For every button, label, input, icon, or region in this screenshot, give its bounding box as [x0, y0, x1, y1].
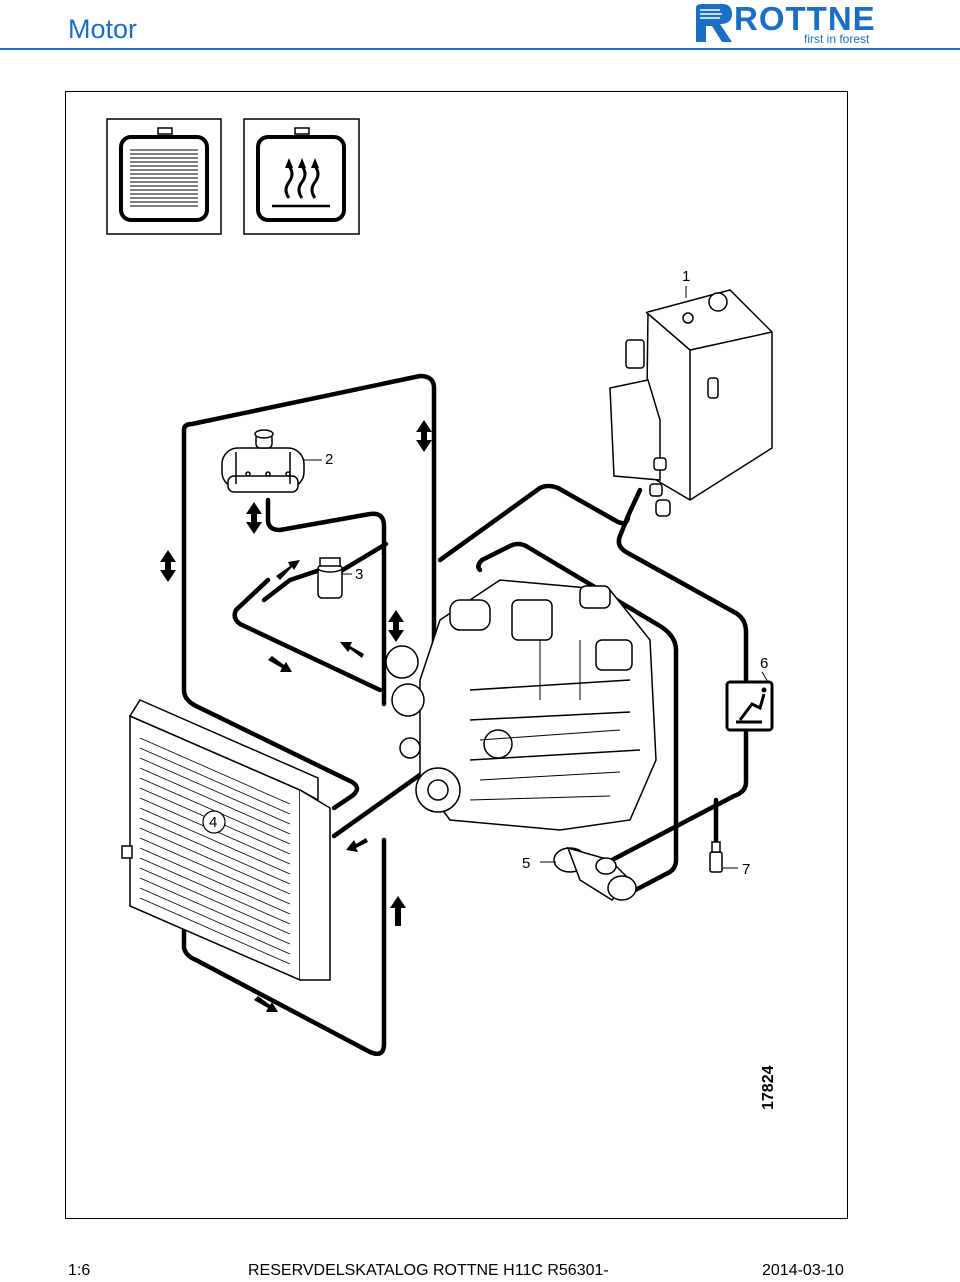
logo-word: ROTTNE [734, 0, 876, 37]
temperature-sensor [709, 841, 723, 873]
callout-7: 7 [742, 861, 751, 878]
flow-arrows [160, 420, 432, 1012]
coolant-filter [317, 557, 343, 599]
callout-3: 3 [355, 566, 364, 583]
rottne-logo-icon [696, 4, 732, 42]
callout-1: 1 [682, 268, 691, 285]
callout-4: 4 [209, 814, 218, 831]
drawing-number: 17824 [760, 1065, 777, 1111]
drawing-frame [65, 91, 848, 1219]
heater-valve [553, 846, 637, 901]
footer-date: 2014-03-10 [762, 1262, 844, 1279]
callout-2: 2 [325, 451, 334, 468]
engine-hatch [469, 640, 621, 801]
page-title: Motor [68, 14, 138, 44]
callout-6: 6 [760, 655, 769, 672]
rottne-logo: ROTTNE first in forest [692, 0, 898, 46]
expansion-tank [221, 429, 305, 493]
seat-symbol-icon [725, 680, 774, 732]
logo-tagline: first in forest [804, 32, 870, 46]
callout-5: 5 [522, 855, 531, 872]
header-rule [0, 48, 960, 50]
radiator [121, 699, 331, 982]
radiator-fins [139, 737, 291, 965]
footer-catalog: RESERVDELSKATALOG ROTTNE H11C R56301- [248, 1262, 609, 1279]
heat-symbol-icon [243, 118, 360, 235]
engine [385, 579, 657, 831]
air-filter-symbol-icon [106, 118, 222, 235]
hydraulic-tank [609, 289, 773, 517]
footer-page: 1:6 [68, 1262, 91, 1279]
